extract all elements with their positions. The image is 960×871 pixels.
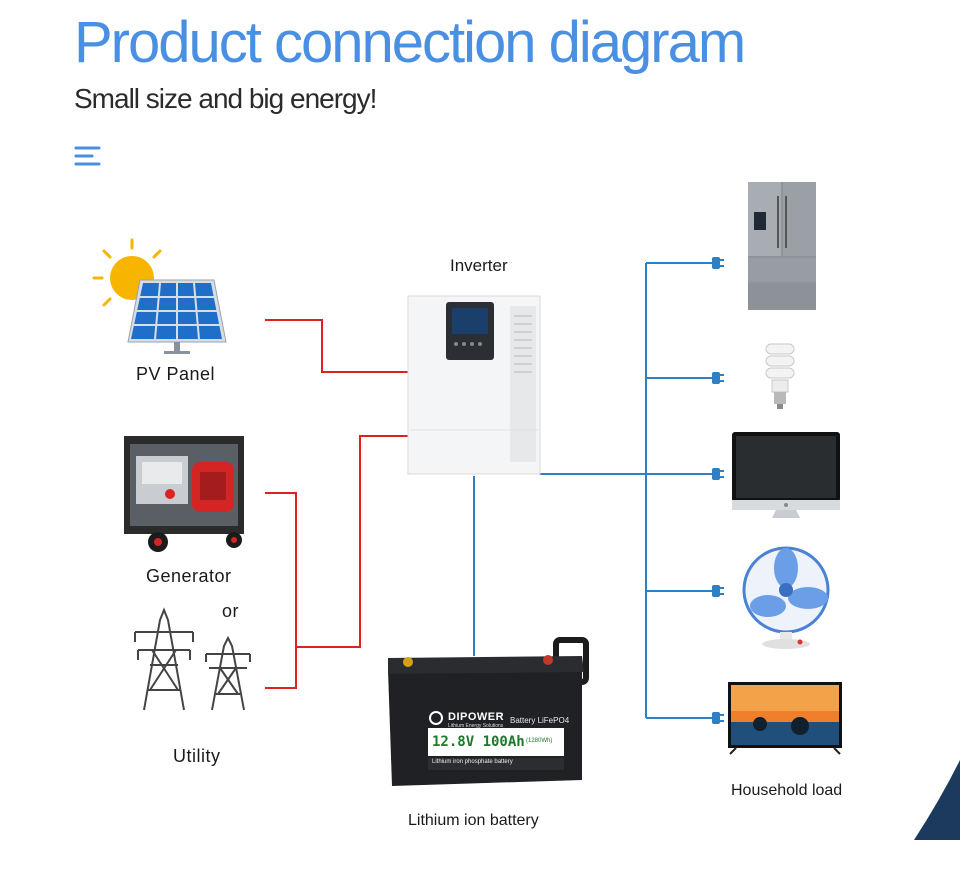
refrigerator-icon bbox=[748, 182, 816, 310]
page-title: Product connection diagram bbox=[74, 10, 746, 75]
utility-tower-icon bbox=[134, 607, 194, 711]
television-icon bbox=[728, 682, 842, 755]
lightbulb-icon bbox=[765, 343, 795, 409]
battery-icon bbox=[388, 637, 589, 786]
generator-icon bbox=[124, 436, 244, 552]
plug-icon bbox=[712, 585, 724, 597]
battery-label: Lithium ion battery bbox=[408, 812, 539, 829]
plug-icon bbox=[712, 468, 724, 480]
fan-icon bbox=[742, 546, 830, 649]
plug-icon bbox=[712, 372, 724, 384]
or-label: or bbox=[222, 601, 240, 621]
corner-accent bbox=[914, 760, 960, 840]
grid-input-wire bbox=[265, 435, 410, 689]
battery-energy: (1280Wh) bbox=[526, 738, 553, 744]
generator-label: Generator bbox=[146, 566, 232, 586]
inverter-label: Inverter bbox=[450, 256, 508, 275]
menu-lines-icon bbox=[74, 146, 101, 166]
battery-spec: 12.8V 100Ah bbox=[432, 734, 525, 750]
utility-label: Utility bbox=[173, 746, 221, 766]
household-load-label: Household load bbox=[731, 782, 843, 799]
pv-panel-label: PV Panel bbox=[136, 364, 216, 384]
plug-icon bbox=[712, 712, 724, 724]
inverter-icon bbox=[407, 295, 541, 475]
solar-panel-icon bbox=[92, 238, 227, 354]
monitor-icon bbox=[732, 432, 840, 518]
plug-icon bbox=[712, 257, 724, 269]
utility-tower-icon bbox=[205, 635, 251, 711]
battery-chemistry: Lithium iron phosphate battery bbox=[432, 759, 513, 765]
load-bus-wire bbox=[540, 262, 714, 719]
battery-brand: DIPOWER bbox=[448, 711, 505, 723]
page-subtitle: Small size and big energy! bbox=[74, 83, 377, 114]
battery-tagline: Lithium Energy Solutions bbox=[448, 723, 504, 729]
pv-input-wire bbox=[265, 319, 410, 373]
battery-type: Battery LiFePO4 bbox=[510, 716, 570, 725]
